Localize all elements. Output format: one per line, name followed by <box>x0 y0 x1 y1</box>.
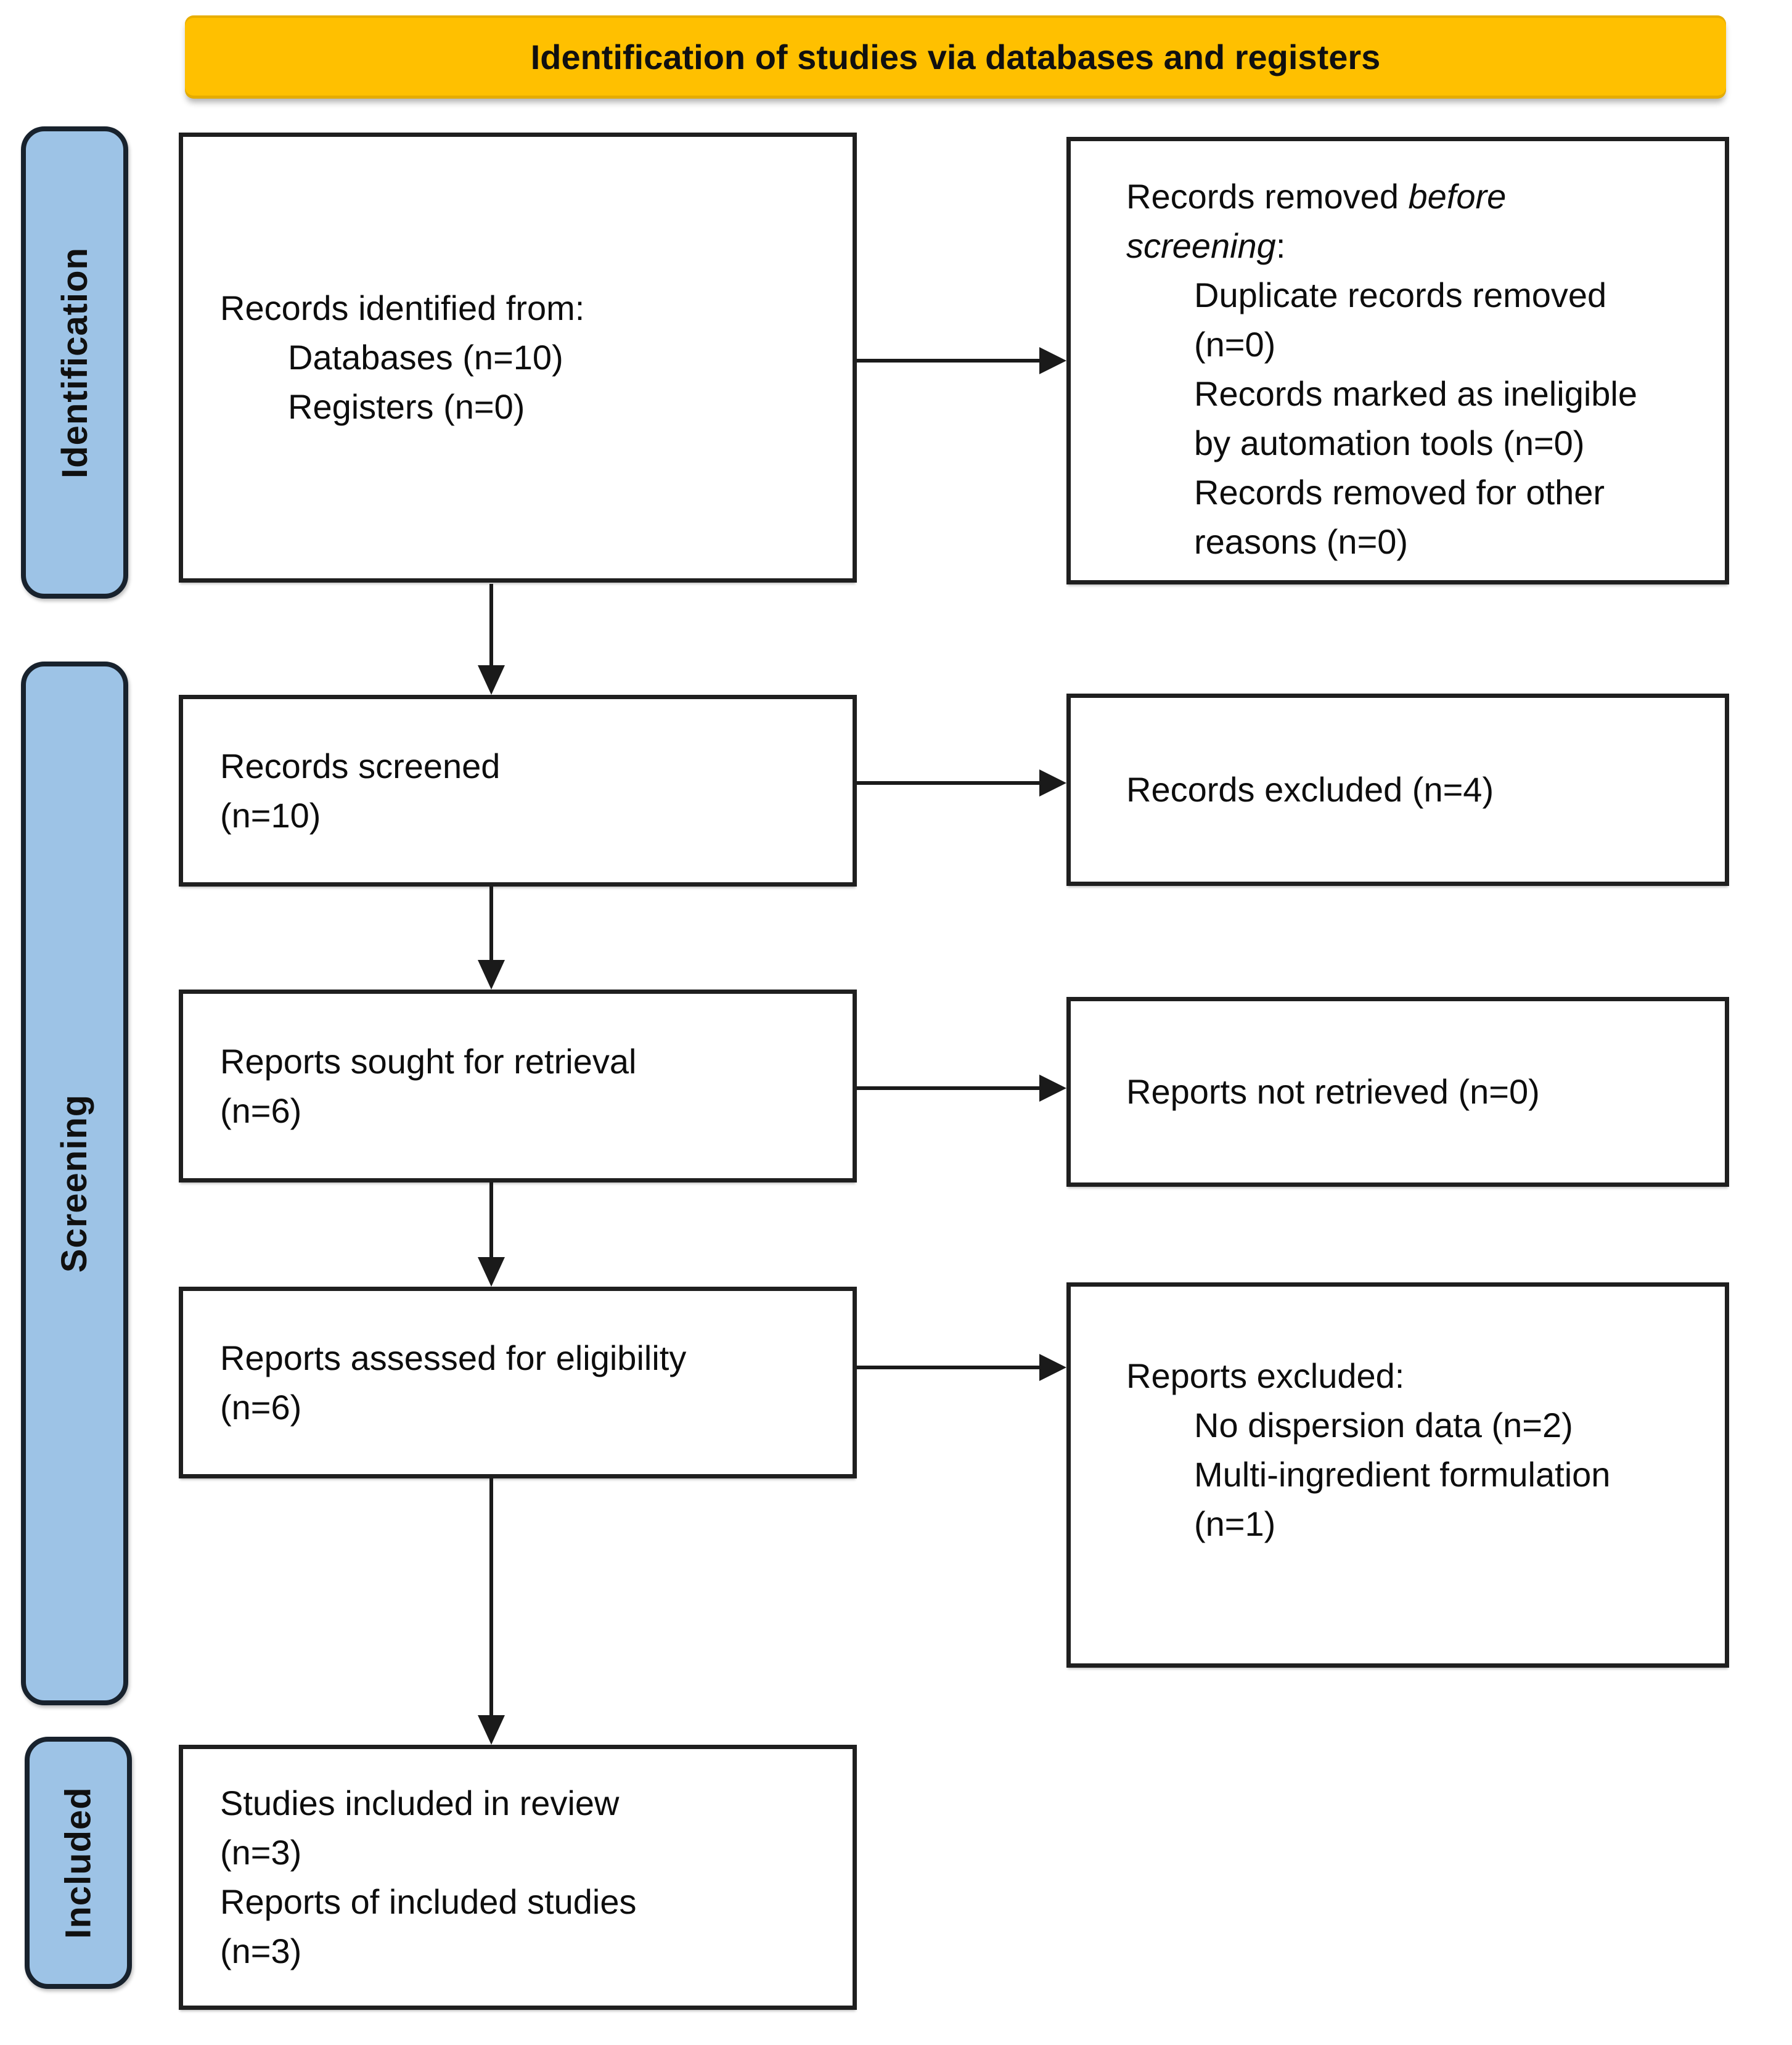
box-text-line: Studies included in review <box>220 1784 620 1822</box>
banner-title: Identification of studies via databases … <box>185 15 1726 99</box>
box-text-line: No dispersion data (n=2) <box>1194 1406 1573 1445</box>
box-reports-sought: Reports sought for retrieval (n=6) <box>179 990 857 1182</box>
arrow-screened-to-records-excluded <box>857 768 1066 798</box>
box-records-excluded: Records excluded (n=4) <box>1066 694 1729 886</box>
box-text-line: Registers (n=0) <box>288 387 525 426</box>
box-text-line: (n=1) <box>1194 1504 1276 1543</box>
box-text-line: Multi-ingredient formulation <box>1194 1455 1611 1494</box>
box-reports-assessed: Reports assessed for eligibility (n=6) <box>179 1287 857 1478</box>
box-text-line: Records removed for other <box>1194 473 1605 512</box>
stage-label-text: Included <box>58 1787 99 1939</box>
stage-label-text: Screening <box>54 1094 95 1273</box>
arrow-assessed-to-included <box>478 1478 505 1745</box>
box-text-line: (n=6) <box>220 1387 302 1427</box>
box-text-line: Duplicate records removed <box>1194 276 1607 314</box>
box-text-line: (n=3) <box>220 1833 302 1872</box>
stage-label-identification: Identification <box>21 126 128 599</box>
box-text-line: Records marked as ineligible <box>1194 374 1638 413</box>
box-text-line: Records identified from: <box>220 289 585 327</box>
box-text-line: Reports sought for retrieval <box>220 1041 637 1081</box>
box-text-line: Reports excluded: <box>1126 1356 1405 1395</box>
box-text-line: Records removed before <box>1126 177 1507 216</box>
box-reports-excluded: Reports excluded: No dispersion data (n=2… <box>1066 1282 1729 1668</box>
box-text-line: Records screened <box>220 746 501 785</box>
arrow-screened-to-sought <box>478 887 505 990</box>
box-text-line: (n=3) <box>220 1932 302 1970</box>
box-text-line: (n=10) <box>220 795 321 835</box>
box-text-line: Records excluded (n=4) <box>1126 770 1494 809</box>
arrow-sought-to-not-retrieved <box>857 1073 1066 1103</box>
box-text-line: Reports assessed for eligibility <box>220 1338 687 1377</box>
box-text-line: Reports of included studies <box>220 1882 637 1921</box>
box-text-line: reasons (n=0) <box>1194 522 1409 561</box>
arrow-identified-to-screened <box>478 584 505 695</box>
box-records-screened: Records screened (n=10) <box>179 695 857 887</box>
stage-label-included: Included <box>25 1737 132 1989</box>
box-records-identified: Records identified from: Databases (n=10)… <box>179 133 857 583</box>
box-text-line: by automation tools (n=0) <box>1194 424 1585 462</box>
stage-label-text: Identification <box>54 247 95 478</box>
arrow-identified-to-removed <box>857 346 1066 375</box>
box-text-line: screening: <box>1126 226 1286 265</box>
box-records-removed-before-screening: Records removed before screening: Duplicat… <box>1066 137 1729 584</box>
arrow-assessed-to-reports-excluded <box>857 1353 1066 1382</box>
box-text-line: (n=0) <box>1194 325 1276 364</box>
box-text-line: Databases (n=10) <box>288 338 563 377</box>
stage-label-screening: Screening <box>21 662 128 1705</box>
box-text-line: (n=6) <box>220 1091 302 1130</box>
box-studies-included: Studies included in review (n=3) Reports o… <box>179 1745 857 2010</box>
box-text-line: Reports not retrieved (n=0) <box>1126 1072 1540 1111</box>
arrow-sought-to-assessed <box>478 1182 505 1287</box>
box-reports-not-retrieved: Reports not retrieved (n=0) <box>1066 997 1729 1187</box>
